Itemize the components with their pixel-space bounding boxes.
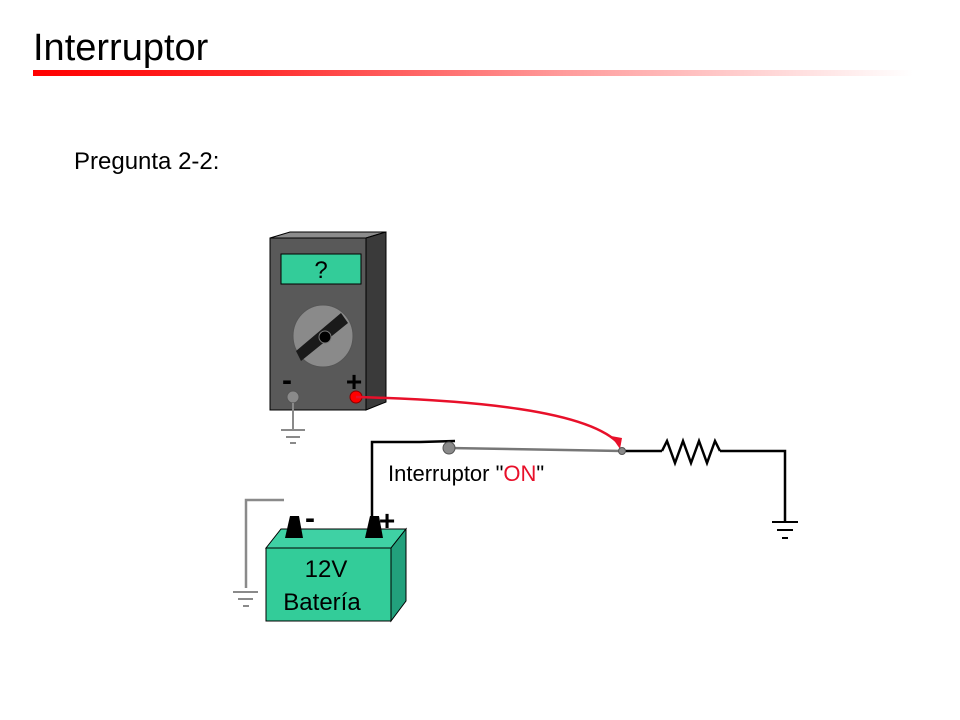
circuit-wires [370, 440, 787, 521]
multimeter-display [280, 253, 362, 285]
battery-voltage: 12V [305, 556, 348, 583]
battery: - + 12V Batería [264, 502, 408, 623]
circuit-ground-icon [772, 521, 798, 539]
multimeter-reading: ? [314, 257, 327, 284]
battery-negative-post [285, 516, 303, 538]
dial-knob[interactable] [318, 330, 332, 344]
battery-body [265, 547, 392, 622]
meter-ground-icon [281, 403, 305, 444]
resistor [660, 437, 722, 467]
switch-state: ON [503, 461, 536, 486]
slide-title: Interruptor [33, 27, 209, 69]
battery-negative-label: - [305, 502, 315, 535]
battery-ground-icon [233, 591, 258, 607]
title-underline [33, 70, 913, 76]
probe-lead[interactable] [355, 395, 622, 449]
battery-positive-label: + [379, 505, 395, 536]
switch-label: Interruptor "ON" [388, 461, 544, 486]
battery-name: Batería [283, 589, 361, 616]
switch-contact [618, 447, 626, 455]
battery-ground-wire [233, 498, 284, 607]
switch[interactable] [419, 439, 626, 455]
battery-positive-post [365, 516, 383, 538]
meter-com-jack[interactable] [286, 390, 300, 404]
switch-contact-line [448, 446, 623, 453]
switch-pivot [442, 441, 456, 455]
multimeter: ? - + [269, 231, 387, 411]
meter-negative-label: - [282, 364, 292, 397]
question-label: Pregunta 2-2: [74, 148, 220, 175]
meter-positive-label: + [346, 366, 362, 397]
